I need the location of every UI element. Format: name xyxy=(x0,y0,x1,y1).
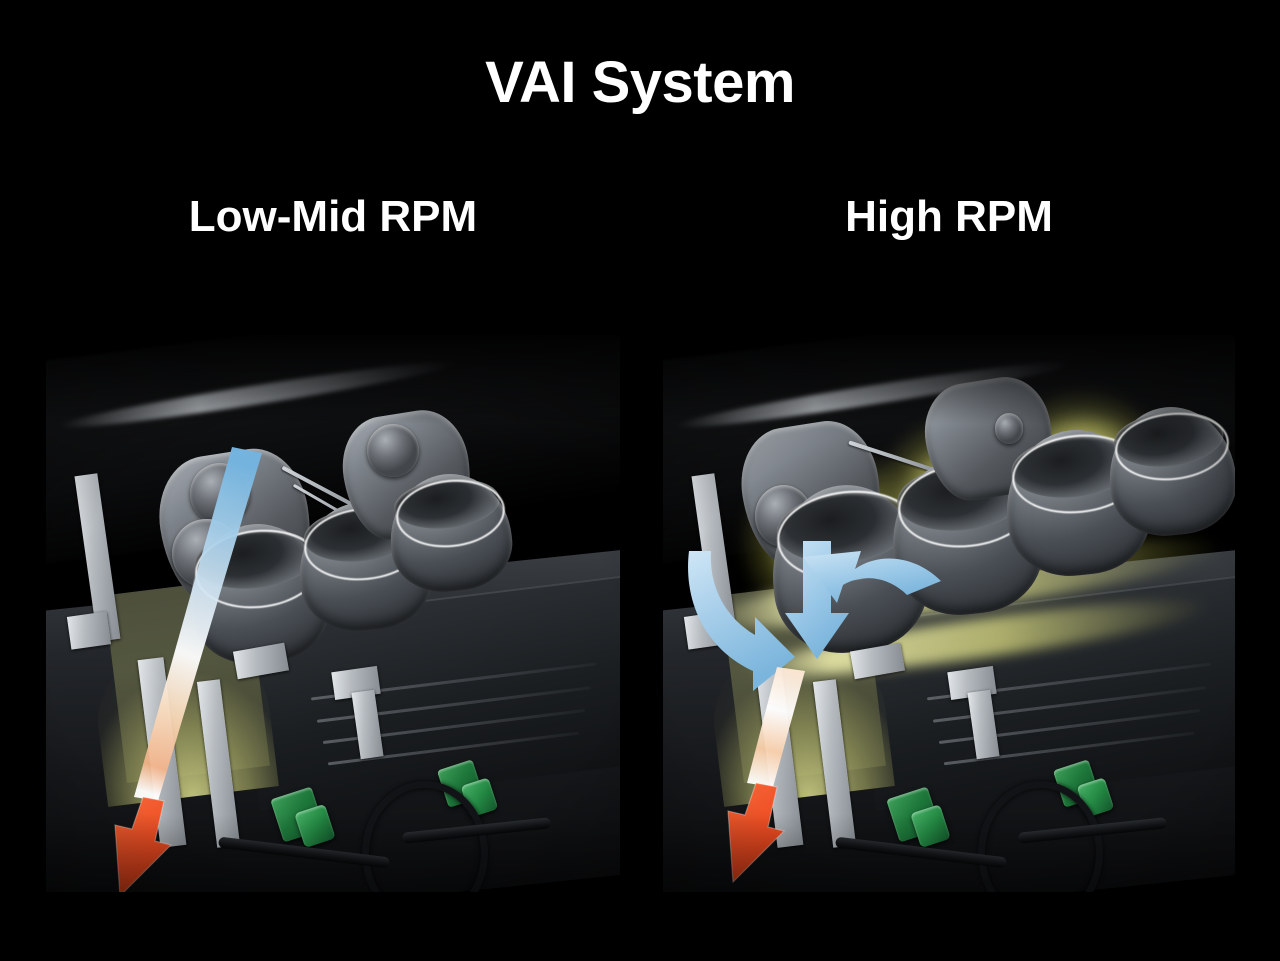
engine-scene-high xyxy=(663,335,1235,892)
panel-label-high-rpm: High RPM xyxy=(845,192,1053,241)
throttle-boss-2 xyxy=(994,412,1024,444)
throttle-boss-2 xyxy=(367,424,420,478)
engine-diagram-low-mid-rpm xyxy=(46,335,620,892)
throttle-boss-upper xyxy=(189,463,250,525)
cut-plane-edge xyxy=(66,610,112,650)
panel-label-low-mid-rpm: Low-Mid RPM xyxy=(188,192,478,241)
engine-diagram-high-rpm xyxy=(663,335,1235,892)
cut-plane-edge xyxy=(683,610,729,650)
engine-scene-low-mid xyxy=(46,335,620,892)
page-title: VAI System xyxy=(485,50,795,115)
